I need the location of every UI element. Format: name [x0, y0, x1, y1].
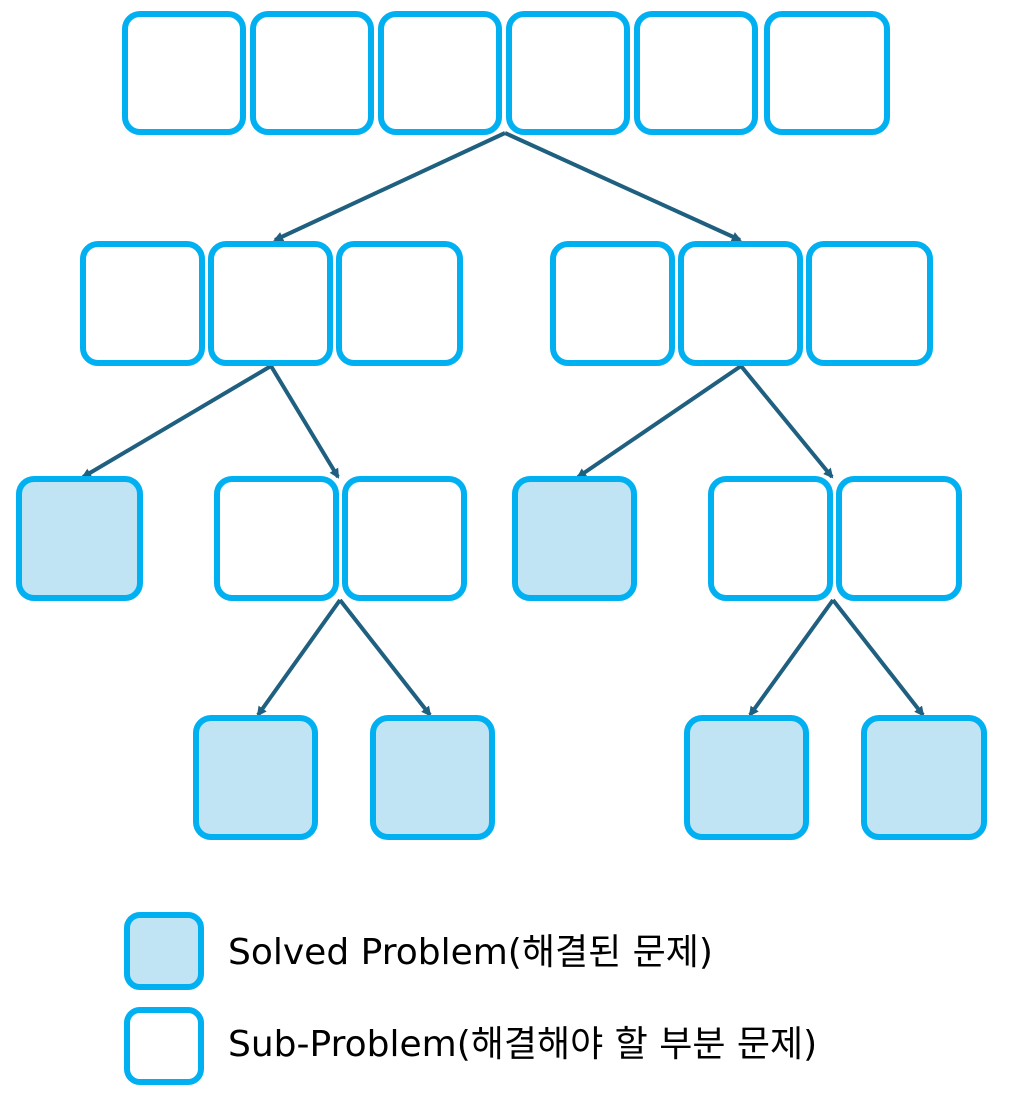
sub-problem-box [550, 241, 675, 366]
sub-problem-box [80, 241, 205, 366]
legend-sub-label: Sub-Problem(해결해야 할 부분 문제) [228, 1024, 818, 1065]
legend-solved-swatch [124, 912, 204, 990]
sub-problem-box [506, 11, 630, 135]
solved-problem-box [370, 715, 495, 840]
legend-sub-swatch [124, 1007, 204, 1085]
sub-problem-box [708, 476, 833, 601]
sub-problem-box [208, 241, 333, 366]
solved-problem-box [861, 715, 987, 840]
split-arrow [338, 598, 432, 717]
split-arrow [273, 131, 506, 242]
split-arrow [269, 364, 340, 479]
legend-solved-label: Solved Problem(해결된 문제) [228, 932, 713, 973]
boxes-layer [16, 11, 987, 840]
split-arrow [748, 598, 835, 717]
sub-problem-box [122, 11, 246, 135]
sub-problem-box [836, 476, 962, 601]
sub-problem-box [378, 11, 502, 135]
arrows-layer [81, 131, 925, 717]
split-arrow [504, 131, 742, 242]
split-arrow [739, 364, 834, 479]
split-arrow [256, 598, 342, 717]
sub-problem-box [336, 241, 463, 366]
split-arrow [81, 364, 273, 479]
sub-problem-box [214, 476, 339, 601]
legend [124, 912, 204, 1085]
solved-problem-box [16, 476, 143, 601]
sub-problem-box [634, 11, 758, 135]
sub-problem-box [806, 241, 933, 366]
split-arrow [831, 598, 925, 717]
sub-problem-box [342, 476, 467, 601]
sub-problem-box [250, 11, 374, 135]
sub-problem-box [764, 11, 890, 135]
solved-problem-box [193, 715, 318, 840]
split-arrow [576, 364, 743, 479]
solved-problem-box [684, 715, 809, 840]
solved-problem-box [512, 476, 637, 601]
sub-problem-box [678, 241, 803, 366]
